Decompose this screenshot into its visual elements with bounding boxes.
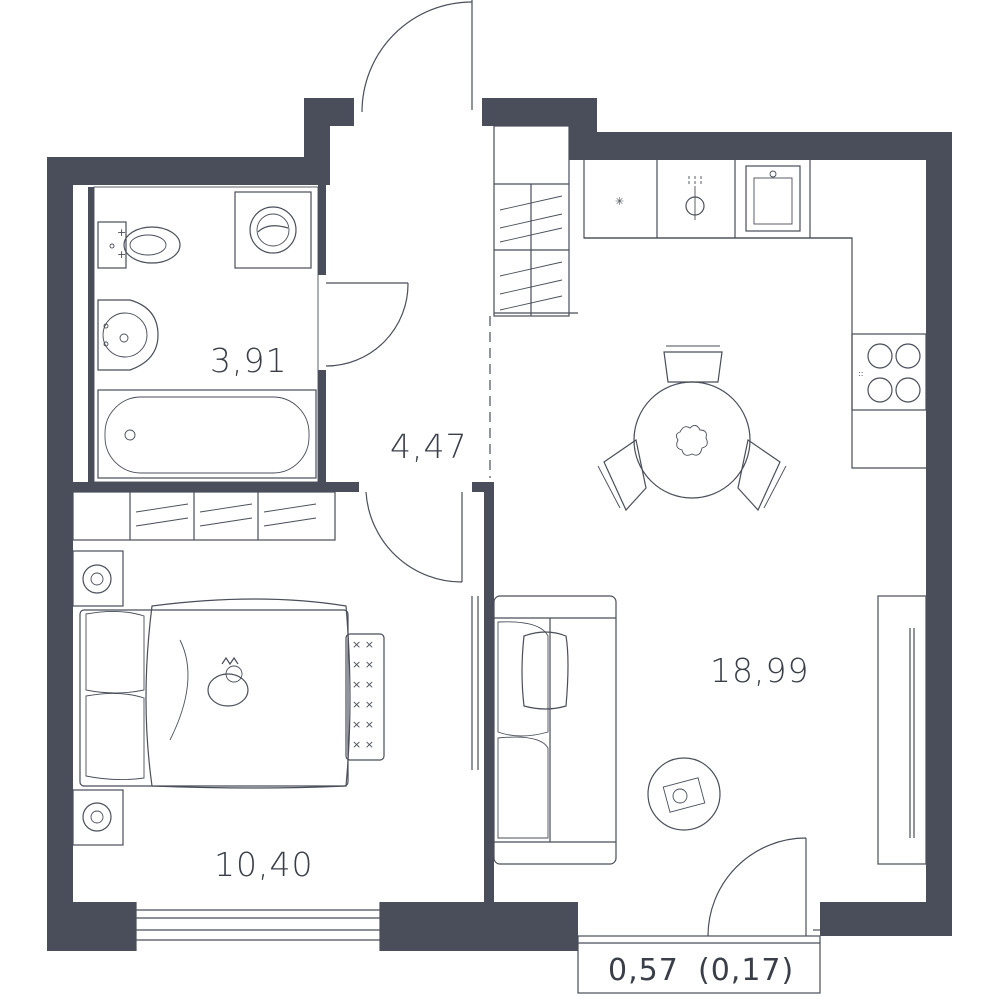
- bedroom-area-label: 10,40: [214, 845, 313, 884]
- chair-icon: [663, 345, 723, 383]
- window-icon: [135, 902, 381, 951]
- svg-text:× ×: × ×: [352, 678, 374, 691]
- washing-machine-icon: [234, 191, 312, 269]
- balcony-outline: [577, 929, 821, 994]
- svg-text:× ×: × ×: [352, 638, 374, 651]
- hallway-area-label: 4,47: [390, 427, 467, 466]
- coffee-table-icon: [647, 757, 721, 831]
- kitchen-sink-icon: [745, 165, 801, 232]
- svg-text:+: +: [117, 226, 126, 239]
- chair-icon: [597, 438, 647, 512]
- svg-text:× ×: × ×: [352, 738, 374, 751]
- balcony-reduced-area-label: (0,17): [698, 953, 794, 988]
- chair-icon: [737, 438, 787, 512]
- toilet-icon: + +: [97, 221, 181, 269]
- cat-icon: [207, 656, 249, 707]
- balcony-area-label: 0,57: [608, 953, 679, 988]
- wardrobe-icon: [877, 595, 927, 865]
- stove-icon: ::: [851, 333, 927, 411]
- pillow-icon: × × × × × × × × × × × ×: [345, 633, 385, 761]
- nightstand-icon: [72, 550, 124, 607]
- svg-text:× ×: × ×: [352, 718, 374, 731]
- sink-icon: [97, 299, 159, 371]
- nightstand-icon: [72, 789, 124, 846]
- walls: [47, 98, 952, 951]
- faucet-icon: [685, 176, 705, 220]
- wardrobe-icon: [493, 125, 578, 317]
- bathroom: + + 3,91: [93, 186, 319, 483]
- wardrobe-icon: [72, 491, 336, 541]
- svg-text:+: +: [117, 248, 126, 261]
- bedroom: × × × × × × × × × × × × 10,40: [72, 491, 385, 884]
- door-icon: [325, 0, 807, 937]
- bathroom-area-label: 3,91: [210, 341, 287, 380]
- hood-icon: ✳: [615, 195, 624, 208]
- sofa-icon: [493, 595, 617, 865]
- living-kitchen-area-label: 18,99: [710, 651, 809, 690]
- svg-text:× ×: × ×: [352, 698, 374, 711]
- bed-icon: [79, 598, 351, 789]
- dining-table-icon: [633, 381, 751, 499]
- living-kitchen: ✳ ::: [471, 160, 927, 865]
- balcony: 0,57 (0,17): [608, 953, 794, 988]
- pillow-icon: [521, 631, 569, 710]
- tv-stand-icon: [471, 596, 479, 770]
- svg-text:::: ::: [858, 369, 863, 378]
- hallway: 4,47: [390, 125, 578, 466]
- svg-text:× ×: × ×: [352, 658, 374, 671]
- bathtub-icon: [97, 389, 317, 479]
